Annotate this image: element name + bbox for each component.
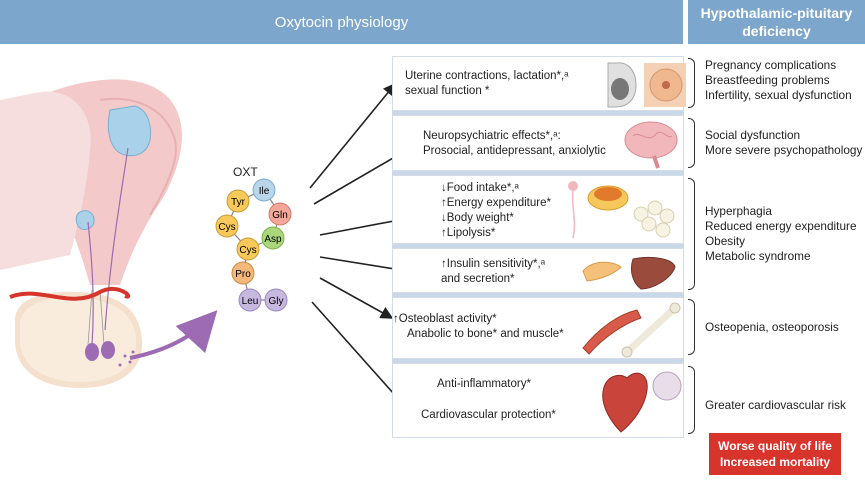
- purple-arrow: [129, 310, 218, 360]
- muscle-icon: [582, 309, 642, 355]
- residue-gln: Gln: [268, 202, 292, 226]
- svg-text:Ile: Ile: [259, 186, 270, 197]
- effect-box-cardio: Anti-inflammatory* Cardiovascular protec…: [392, 363, 684, 438]
- deficiency-cardio: Greater cardiovascular risk: [705, 398, 846, 413]
- svg-text:Leu: Leu: [242, 296, 259, 307]
- effect-box-reproductive: Uterine contractions, lactation*,ᵃ sexua…: [392, 56, 686, 111]
- separator-3: [392, 244, 684, 248]
- effect-line: ↑Lipolysis*: [441, 227, 496, 239]
- effect-line: ↑Insulin sensitivity*,ᵃ: [441, 258, 545, 270]
- effect-line: ↑Energy expenditure*: [441, 197, 551, 209]
- deficiency-line: Breastfeeding problems: [705, 73, 830, 87]
- deficiency-bone: Osteopenia, osteoporosis: [705, 320, 839, 335]
- effect-line: Neuropsychiatric effects*,ᵃ:: [423, 130, 561, 142]
- bracket-4: [688, 299, 695, 355]
- separator-2: [392, 171, 684, 175]
- residue-asp: Asp: [261, 226, 285, 250]
- breast-icon: [644, 63, 686, 107]
- deficiency-line: Metabolic syndrome: [705, 249, 811, 263]
- svg-text:Gln: Gln: [272, 210, 288, 221]
- effect-box-bone: ↑Osteoblast activity* Anabolic to bone* …: [392, 297, 684, 359]
- residue-gly: Gly: [264, 288, 288, 312]
- reproductive-icons: [607, 62, 686, 108]
- outcome-badge: Worse quality of life Increased mortalit…: [709, 433, 841, 475]
- adipose-icon: [633, 200, 675, 238]
- brain-icon: [624, 121, 678, 169]
- deficiency-line: More severe psychopathology: [705, 143, 863, 157]
- effect-line: sexual function *: [405, 85, 490, 97]
- effect-line: Anabolic to bone* and muscle*: [407, 328, 564, 340]
- effect-line: ↑Osteoblast activity*: [393, 313, 497, 325]
- cardio-icons: [602, 371, 682, 433]
- effect-line: Cardiovascular protection*: [421, 409, 556, 421]
- deficiency-line: Hyperphagia: [705, 204, 772, 218]
- residue-ile: Ile: [252, 178, 276, 202]
- effect-line: and secretion*: [441, 273, 515, 285]
- bracket-5: [688, 366, 695, 434]
- bone-icon: [621, 302, 681, 358]
- neuron-icon: [568, 181, 578, 239]
- pregnancy-icon: [607, 62, 637, 108]
- heart-icon: [602, 372, 648, 433]
- bracket-2: [688, 118, 695, 168]
- deficiency-metabolic: Hyperphagia Reduced energy expenditure O…: [705, 204, 857, 264]
- residue-tyr: Tyr: [226, 189, 250, 213]
- deficiency-line: Obesity: [705, 234, 745, 248]
- svg-text:Tyr: Tyr: [231, 197, 246, 208]
- header-right-title-line2: deficiency: [742, 23, 811, 39]
- deficiency-line: Reduced energy expenditure: [705, 219, 857, 233]
- effect-box-neuro: Neuropsychiatric effects*,ᵃ: Prosocial, …: [392, 115, 684, 171]
- pancreas-icon: [582, 261, 622, 282]
- insulin-icons: [582, 256, 676, 290]
- svg-text:Cys: Cys: [239, 245, 256, 256]
- outcome-line2: Increased mortality: [719, 455, 831, 469]
- deficiency-reproductive: Pregnancy complications Breastfeeding pr…: [705, 58, 852, 103]
- metabolic-icons: [568, 181, 675, 239]
- effect-line: Anti-inflammatory*: [437, 378, 531, 390]
- deficiency-neuro: Social dysfunction More severe psychopat…: [705, 128, 862, 158]
- svg-text:Cys: Cys: [218, 222, 235, 233]
- deficiency-line: Osteopenia, osteoporosis: [705, 320, 839, 334]
- liver-icon: [630, 256, 676, 290]
- effect-line: Uterine contractions, lactation*,ᵃ: [405, 70, 569, 82]
- residue-cys-top: Cys: [215, 214, 239, 238]
- residue-pro: Pro: [231, 261, 255, 285]
- effect-line: ↓Food intake*,ᵃ: [441, 182, 519, 194]
- effect-line: Prosocial, antidepressant, anxiolytic: [423, 145, 606, 157]
- oxt-label: OXT: [233, 165, 258, 179]
- separator-4: [392, 293, 684, 297]
- food-icon: [587, 185, 629, 211]
- bracket-1: [688, 58, 695, 108]
- deficiency-line: Greater cardiovascular risk: [705, 398, 846, 412]
- deficiency-line: Pregnancy complications: [705, 58, 837, 72]
- header-left-title: Oxytocin physiology: [274, 13, 409, 31]
- pituitary-illustration: [0, 79, 182, 388]
- effect-box-metabolic: ↓Food intake*,ᵃ ↑Energy expenditure* ↓Bo…: [392, 175, 684, 244]
- deficiency-line: Infertility, sexual dysfunction: [705, 88, 852, 102]
- residue-cys-bottom: Cys: [236, 237, 260, 261]
- immune-cell-icon: [652, 371, 682, 401]
- separator-1: [392, 111, 684, 115]
- bracket-3: [688, 178, 695, 290]
- effect-line: ↓Body weight*: [441, 212, 514, 224]
- outcome-line1: Worse quality of life: [718, 439, 832, 453]
- separator-5: [392, 359, 684, 363]
- header-right-title-line1: Hypothalamic-pituitary: [700, 5, 853, 21]
- effect-box-insulin: ↑Insulin sensitivity*,ᵃ and secretion*: [392, 248, 684, 293]
- svg-text:Pro: Pro: [235, 269, 251, 280]
- header-deficiency: Hypothalamic-pituitary deficiency: [688, 0, 865, 44]
- deficiency-line: Social dysfunction: [705, 128, 801, 142]
- header-oxytocin-physiology: Oxytocin physiology: [0, 0, 683, 44]
- musculoskeletal-icons: [582, 302, 681, 358]
- residue-leu: Leu: [238, 288, 262, 312]
- svg-text:Asp: Asp: [264, 234, 282, 245]
- svg-text:Gly: Gly: [269, 296, 284, 307]
